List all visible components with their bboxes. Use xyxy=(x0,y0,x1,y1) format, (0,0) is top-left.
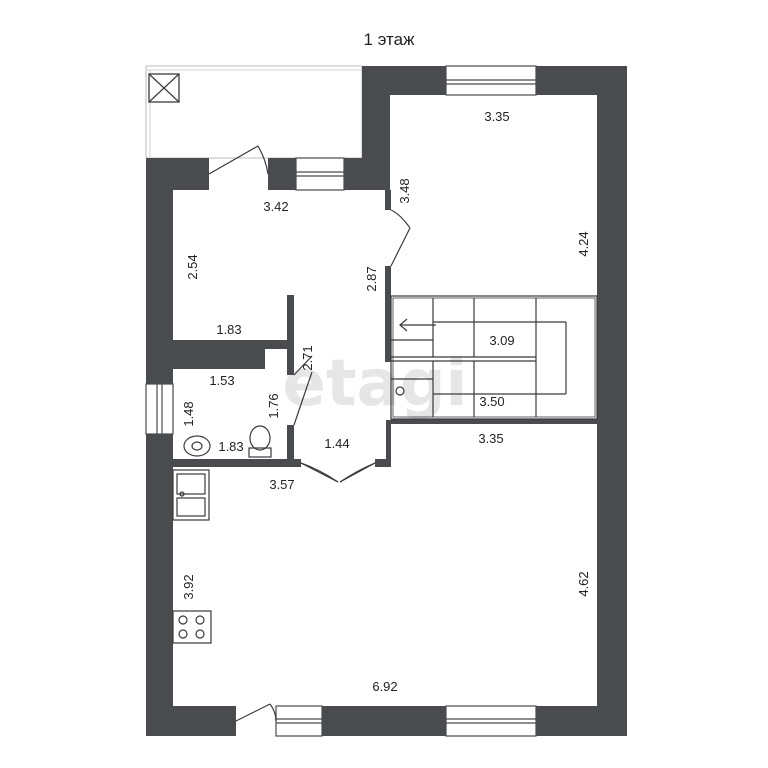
dim-label: 3.48 xyxy=(397,178,412,203)
dimension-labels: 3.35 4.24 3.42 3.48 2.54 2.87 1.83 2.71 … xyxy=(181,109,591,694)
door-swing-icon xyxy=(390,209,411,267)
dim-label: 2.87 xyxy=(364,266,379,291)
dim-label: 1.53 xyxy=(209,373,234,388)
dim-label: 1.44 xyxy=(324,436,349,451)
windows xyxy=(145,65,537,737)
dim-label: 6.92 xyxy=(372,679,397,694)
kitchen-sink-icon xyxy=(172,469,210,521)
dim-label: 3.35 xyxy=(478,431,503,446)
door-swing-icon xyxy=(208,145,269,175)
sink-icon xyxy=(183,435,211,457)
dim-label: 3.57 xyxy=(269,477,294,492)
dim-label: 1.48 xyxy=(181,401,196,426)
dim-label: 2.71 xyxy=(300,345,315,370)
dim-label: 1.83 xyxy=(216,322,241,337)
dim-label: 4.24 xyxy=(576,231,591,256)
dim-label: 3.35 xyxy=(484,109,509,124)
door-swing-icon xyxy=(235,703,277,722)
dim-label: 1.83 xyxy=(218,439,243,454)
walls xyxy=(146,66,627,736)
dim-label: 4.62 xyxy=(576,571,591,596)
window-icon xyxy=(295,157,345,191)
floor-title: 1 этаж xyxy=(364,30,416,49)
window-icon xyxy=(445,705,537,737)
dim-label: 2.54 xyxy=(185,254,200,279)
door-swing-icon xyxy=(293,355,313,426)
window-icon xyxy=(275,705,323,737)
dim-label: 1.76 xyxy=(266,393,281,418)
dim-label: 3.92 xyxy=(181,574,196,599)
dim-label: 3.42 xyxy=(263,199,288,214)
watermark: etagi xyxy=(283,347,468,421)
dim-label: 3.09 xyxy=(489,333,514,348)
door-swings xyxy=(208,145,411,722)
stove-icon xyxy=(172,610,212,644)
window-icon xyxy=(445,65,537,96)
door-swing-icon xyxy=(300,462,376,483)
stairs xyxy=(390,295,598,420)
stairs-arrow-icon xyxy=(395,318,436,396)
ventilation-icon xyxy=(148,73,180,103)
dim-label: 3.50 xyxy=(479,394,504,409)
toilet-icon xyxy=(248,425,272,458)
window-icon xyxy=(145,383,174,435)
